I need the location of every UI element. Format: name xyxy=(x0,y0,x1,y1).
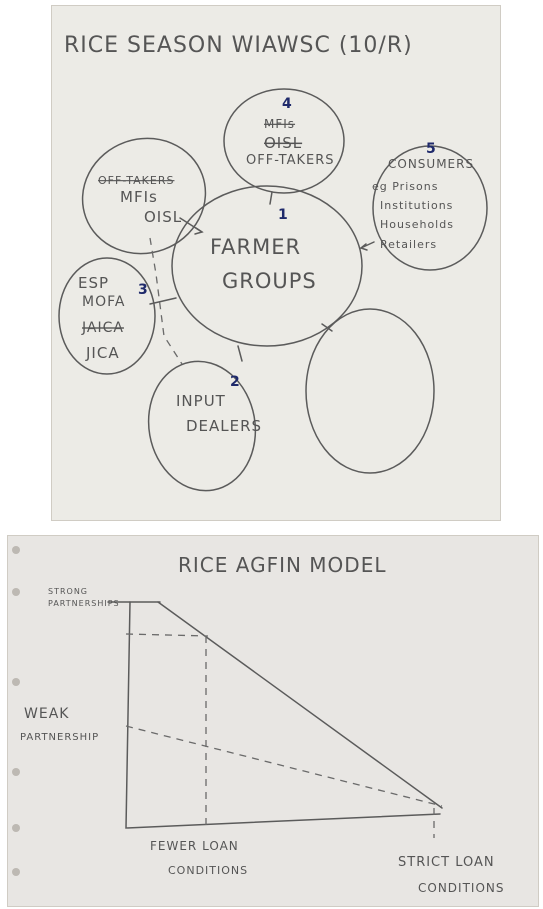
trend-line xyxy=(157,601,443,809)
farmer-groups-number: 1 xyxy=(278,207,289,223)
input-dealers-line2: DEALERS xyxy=(186,417,262,435)
binder-hole xyxy=(12,768,20,776)
input-dealers-line1: INPUT xyxy=(176,392,226,410)
arrow-esp-to-farmers xyxy=(149,297,177,305)
arrow-empty-to-farmers xyxy=(321,323,333,332)
mfis-oisl-line3: OISL xyxy=(144,208,182,226)
stakeholder-diagram: RICE SEASON WIAWSC (10/R) 1 FARMER GROUP… xyxy=(58,33,488,492)
agfin-model-graph: RICE AGFIN MODEL STRONG PARTNERSHIPS WEA… xyxy=(12,546,505,895)
esp-line4: JICA xyxy=(85,344,120,362)
consumers-line2: eg Prisons xyxy=(372,180,438,193)
graph-axes xyxy=(125,601,441,829)
farmer-groups-circle xyxy=(171,185,363,347)
empty-circle xyxy=(305,308,435,474)
y-top-label-line2: PARTNERSHIPS xyxy=(48,599,120,608)
y-mid-label-line2: PARTNERSHIP xyxy=(20,732,99,743)
binder-hole xyxy=(12,588,20,596)
off-takers-circle xyxy=(223,88,345,194)
dashed-link-mfis-dealers xyxy=(149,237,183,365)
y-mid-label-line1: WEAK xyxy=(24,706,69,722)
consumers-line1: CONSUMERS xyxy=(388,157,474,171)
off-takers-line1: MFIs xyxy=(264,117,295,131)
binder-hole xyxy=(12,824,20,832)
binder-hole xyxy=(12,678,20,686)
dashed-guide-strong-level xyxy=(125,633,209,637)
esp-mofa-jica-circle xyxy=(58,257,156,375)
farmer-groups-line1: FARMER xyxy=(210,235,301,259)
mfis-oisl-line2: MFIs xyxy=(120,188,158,206)
x-left-label-line1: FEWER LOAN xyxy=(150,839,239,853)
mfis-oisl-circle xyxy=(81,137,207,255)
binder-hole xyxy=(12,868,20,876)
input-dealers-number: 2 xyxy=(230,374,241,390)
dashed-guide-weak-level xyxy=(125,725,443,807)
arrowhead-consumers xyxy=(359,243,368,251)
arrow-offtakers-to-farmers xyxy=(269,191,273,205)
esp-number: 3 xyxy=(138,282,149,298)
x-right-label-line1: STRICT LOAN xyxy=(398,855,495,870)
input-dealers-circle xyxy=(147,360,257,492)
off-takers-line2: OISL xyxy=(264,134,302,152)
top-sheet-photo: RICE SEASON WIAWSC (10/R) 1 FARMER GROUP… xyxy=(52,6,500,520)
arrowhead-mfis xyxy=(194,227,204,235)
consumers-line5: Retailers xyxy=(380,238,437,251)
consumers-circle xyxy=(372,145,488,271)
y-top-label-line1: STRONG xyxy=(48,587,88,596)
off-takers-number: 4 xyxy=(282,96,293,112)
bottom-sheet-title: RICE AGFIN MODEL xyxy=(178,553,386,577)
consumers-line4: Households xyxy=(380,218,454,231)
x-left-label-line2: CONDITIONS xyxy=(168,864,248,877)
x-right-label-line2: CONDITIONS xyxy=(418,881,505,895)
esp-line1: ESP xyxy=(78,274,109,292)
esp-line2: MOFA xyxy=(82,294,125,310)
consumers-number: 5 xyxy=(426,141,437,157)
farmer-groups-line2: GROUPS xyxy=(222,269,317,293)
consumers-line3: Institutions xyxy=(380,199,453,212)
top-sheet-title: RICE SEASON WIAWSC (10/R) xyxy=(64,33,413,58)
bottom-sheet-photo: RICE AGFIN MODEL STRONG PARTNERSHIPS WEA… xyxy=(8,536,538,906)
binder-hole xyxy=(12,546,20,554)
off-takers-line3: OFF-TAKERS xyxy=(246,153,335,168)
esp-line3-struck: JAICA xyxy=(81,320,124,336)
arrow-dealers-to-farmers xyxy=(237,345,243,362)
mfis-oisl-struck-label: OFF-TAKERS xyxy=(98,174,174,187)
